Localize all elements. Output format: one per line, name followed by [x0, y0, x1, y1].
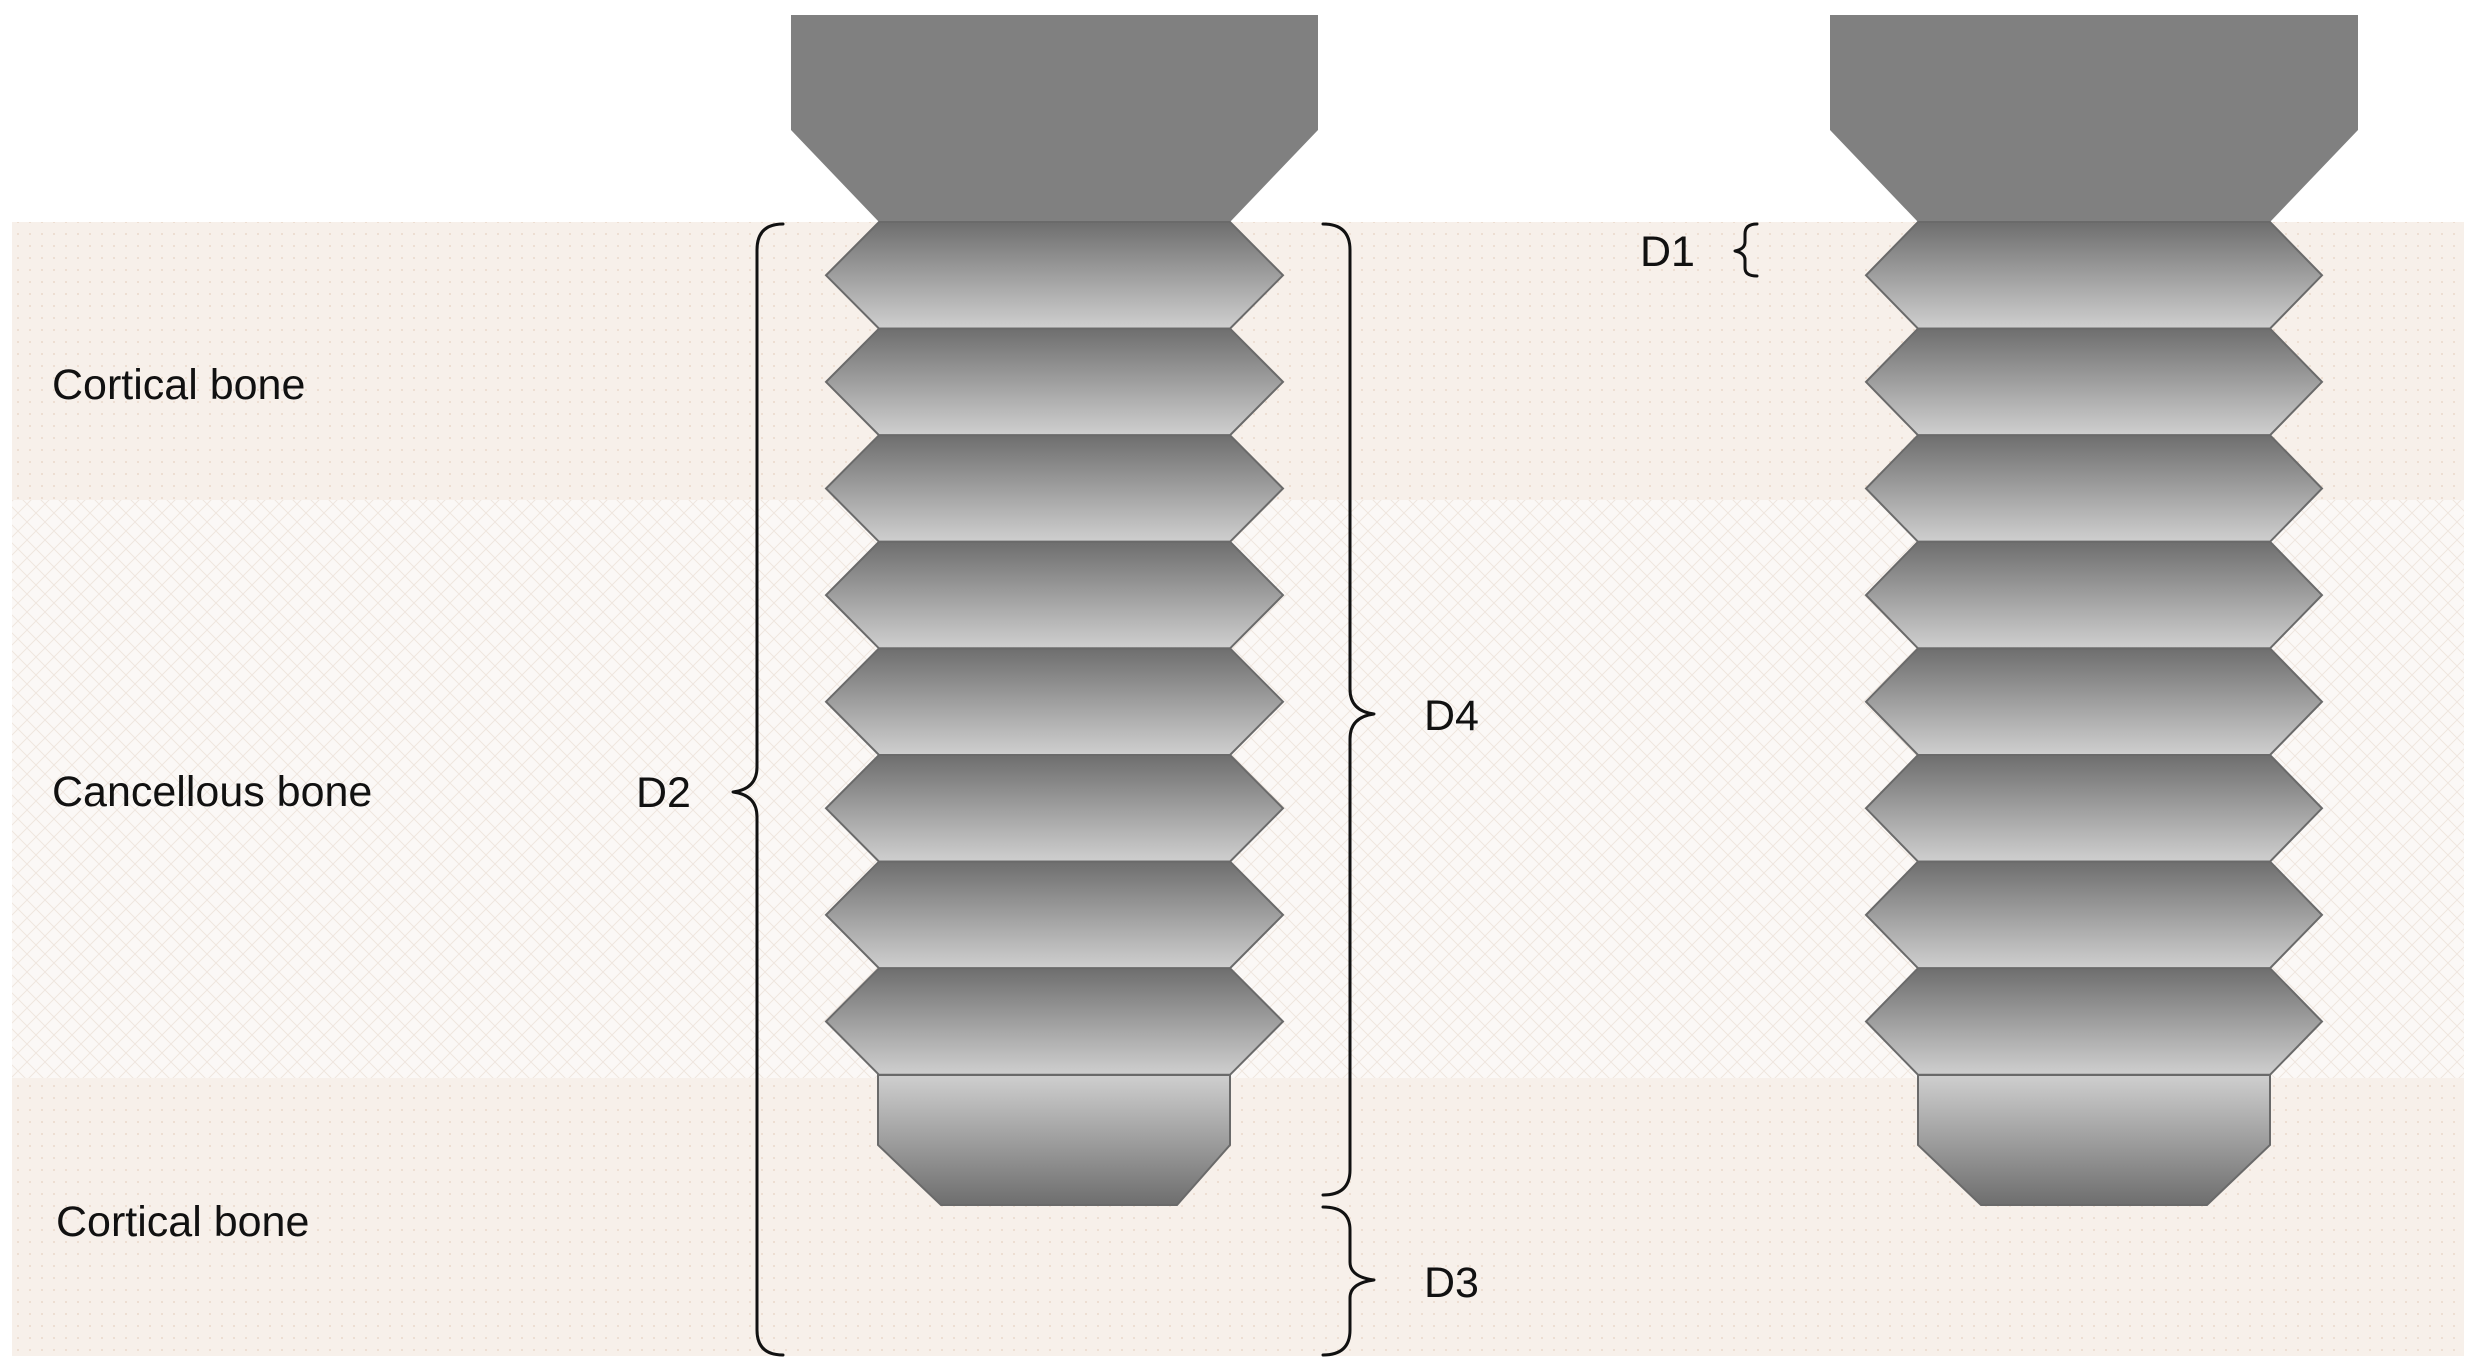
d2-brace — [731, 222, 785, 1357]
d3-brace — [1321, 1205, 1376, 1357]
left-implant — [791, 15, 1318, 1206]
d1-label: D1 — [1640, 228, 1695, 276]
left-implant-thread-3 — [824, 434, 1285, 543]
right-implant-thread-2 — [1864, 327, 2324, 437]
top-cortical-label: Cortical bone — [52, 361, 305, 409]
right-implant-thread-1 — [1864, 221, 2324, 330]
right-implant-tip — [1917, 1074, 2271, 1206]
left-implant-thread-4 — [824, 540, 1285, 650]
left-implant-thread-8 — [824, 967, 1285, 1076]
cancellous-label: Cancellous bone — [52, 768, 372, 816]
d1-brace — [1733, 222, 1759, 278]
left-implant-thread-6 — [824, 754, 1285, 863]
left-implant-thread-1 — [824, 221, 1285, 330]
left-implant-tip — [877, 1074, 1231, 1206]
right-implant-threads — [1864, 221, 2324, 1076]
right-implant-thread-6 — [1864, 754, 2324, 863]
d3-label: D3 — [1424, 1259, 1479, 1307]
d2-label: D2 — [636, 769, 691, 817]
left-implant-threads — [824, 221, 1285, 1076]
right-implant-thread-5 — [1864, 647, 2324, 756]
left-implant-thread-7 — [824, 860, 1285, 970]
left-implant-head — [791, 15, 1318, 222]
right-implant-head — [1830, 15, 2358, 222]
d4-label: D4 — [1424, 692, 1479, 740]
right-implant-thread-7 — [1864, 860, 2324, 970]
bottom-cortical-label: Cortical bone — [56, 1198, 309, 1246]
right-implant — [1830, 15, 2358, 1206]
d4-brace — [1321, 222, 1376, 1197]
right-implant-thread-8 — [1864, 967, 2324, 1076]
left-implant-thread-2 — [824, 327, 1285, 437]
left-implant-thread-5 — [824, 647, 1285, 756]
right-implant-thread-4 — [1864, 540, 2324, 650]
right-implant-thread-3 — [1864, 434, 2324, 543]
